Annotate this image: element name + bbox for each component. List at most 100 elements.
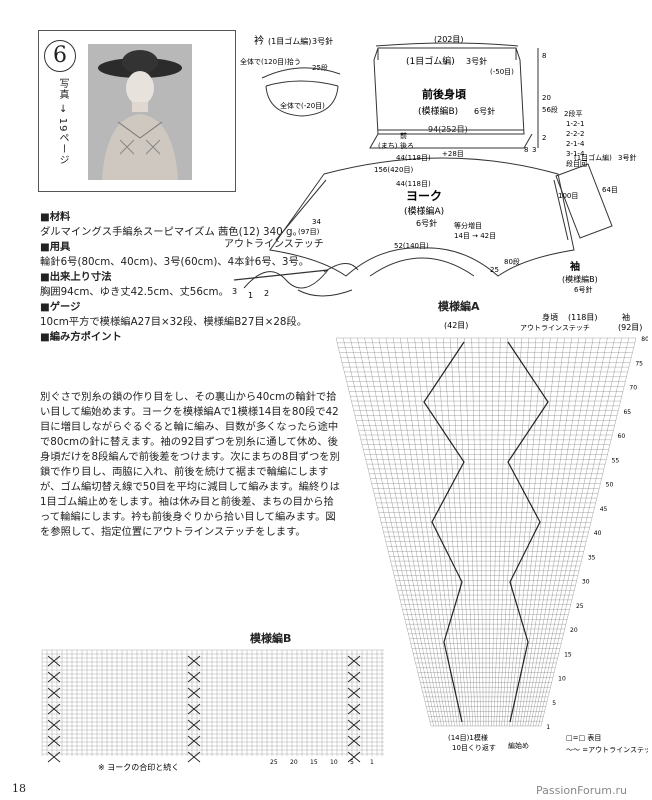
yoke-title: ヨーク <box>406 189 442 203</box>
sleeve-needle: 6号針 <box>574 285 592 294</box>
row-label: 1 <box>546 724 550 731</box>
col-label: 1 <box>370 759 374 766</box>
dim-25: 25 <box>490 266 499 274</box>
size-title: ■出来上り寸法 <box>40 271 112 283</box>
row-label: 70 <box>629 385 637 392</box>
yoke-top: 44(118目) <box>396 154 431 162</box>
row-label: 30 <box>582 579 590 586</box>
plus-28: +28目 <box>442 150 464 158</box>
dim-2: 2 <box>542 134 546 142</box>
collar-rib: (1目ゴム編) <box>268 36 311 46</box>
dim-8: 8 <box>542 52 546 60</box>
rib-needle: 3号針 <box>466 56 487 66</box>
materials-title: ■材料 <box>40 211 71 223</box>
size-text: 胸囲94cm、ゆき丈42.5cm、丈56cm。 <box>40 286 229 298</box>
row-label: 65 <box>623 409 631 416</box>
dim-3: 3 <box>532 146 536 154</box>
sleeve-title: 袖 <box>569 260 580 273</box>
pattern-a-bottom-label: (14目)1模様 <box>448 733 488 742</box>
yoke-start: 52(140目) <box>394 242 429 250</box>
col-label: 10 <box>330 759 338 766</box>
header-box <box>38 30 236 192</box>
collar-total: 全体で(120目)拾う <box>240 57 301 66</box>
pattern-a-chart: 身頃 (118目) 袖 (92目) (42目) アウトラインステッチ 80757… <box>335 312 648 754</box>
dim-8b: 8 <box>524 146 528 154</box>
sleeve-dim4: 2-1-4 <box>566 140 585 148</box>
row-label: 45 <box>600 506 608 513</box>
pattern-number: 6 <box>44 40 76 72</box>
body-needle: 6号針 <box>474 106 495 116</box>
pattern-a-top-count: (42目) <box>444 321 468 330</box>
pattern-a-start-label: 編始め <box>508 741 529 750</box>
row-label: 10 <box>558 676 566 683</box>
col-label: 5 <box>350 759 354 766</box>
pattern-b-note: ※ ヨークの合印と続く <box>98 762 179 772</box>
row-label: 15 <box>564 651 572 658</box>
pattern-a-legend-1: □=□ 表目 <box>566 733 601 742</box>
gauge-text: 10cm平方で模様編A27目×32段、模様編B27目×28段。 <box>40 316 308 328</box>
svg-text:2: 2 <box>264 289 269 298</box>
sleeve-dim2: 1-2-1 <box>566 120 584 128</box>
sleeve-pattern: (模様編B) <box>562 274 598 284</box>
row-label: 25 <box>576 603 584 610</box>
model-photo <box>88 44 192 180</box>
side-label-front: 前 <box>400 131 407 140</box>
side-label-back: 後ろ <box>400 141 414 150</box>
schematic-diagram: 衿 (1目ゴム編) 3号針 全体で(120目)拾う 全体で(-20目) 25段 … <box>240 34 636 294</box>
pattern-a-body-count: (118目) <box>568 313 598 322</box>
sleeve-rib: (1目ゴム編) <box>574 153 612 162</box>
sleeve-100: 100目 <box>558 192 578 200</box>
sleeve-rib-needle: 3号針 <box>618 153 636 162</box>
pattern-b-title: 模様編B <box>250 632 292 645</box>
svg-text:3: 3 <box>232 287 237 296</box>
instructions-text: 別ぐさで別糸の鎖の作り目をし、その裏山から40cmの輪針で拾い目して編始めます。… <box>40 391 340 538</box>
dim-97: (97目) <box>298 228 320 236</box>
page-number: 18 <box>12 782 26 795</box>
yoke-needle: 6号針 <box>416 218 437 228</box>
row-label: 80 <box>641 336 648 343</box>
pattern-b-chart: 25 20 15 10 5 1 ※ ヨークの合印と続く <box>41 649 384 772</box>
notes: ■材料 ダルマイングス手編糸スーピマイズム 茜色(12) 340 g。 ■用具 … <box>40 210 340 345</box>
collar-total2: 全体で(-20目) <box>280 101 325 110</box>
body-title: 前後身頃 <box>422 87 467 101</box>
row-label: 35 <box>588 554 596 561</box>
row-label: 75 <box>635 360 643 367</box>
row-label: 5 <box>552 700 556 707</box>
sleeve-dim6: 段目回 <box>566 159 587 168</box>
sleeve-dim: 2段平 <box>564 109 582 118</box>
minus-50: (-50目) <box>490 68 514 76</box>
col-label: 20 <box>290 759 298 766</box>
sleeve-64: 64目 <box>602 186 618 194</box>
row-label: 20 <box>570 627 578 634</box>
collar-needle: 3号針 <box>312 36 333 46</box>
pattern-a-bottom-label2: 10目くり返す <box>452 744 496 752</box>
yoke-mid2: 44(118目) <box>396 180 431 188</box>
photo-reference: 写真 → 19ページ <box>57 78 68 166</box>
machi: (まち) <box>378 142 398 150</box>
gauge-title: ■ゲージ <box>40 301 81 313</box>
rib-label: (1目ゴム編) <box>406 55 455 67</box>
body-pattern: (模様編B) <box>418 105 458 117</box>
yoke-mid: 156(420目) <box>374 166 413 174</box>
pattern-a-body-label: 身頃 <box>542 312 558 322</box>
dim-56: 56段 <box>542 105 558 114</box>
col-label: 25 <box>270 759 278 766</box>
pattern-a-legend-2: 〜〜 =アウトラインステッチ <box>566 746 648 754</box>
materials-text: ダルマイングス手編糸スーピマイズム 茜色(12) 340 g。 <box>40 226 303 238</box>
collar-rows: 25段 <box>312 63 328 72</box>
sleeve-dim3: 2-2-2 <box>566 130 584 138</box>
row-label: 55 <box>612 457 620 464</box>
tools-title: ■用具 <box>40 241 71 253</box>
yoke-note: 等分増目 <box>454 221 482 230</box>
row-label: 40 <box>594 530 602 537</box>
dim-80: 80段 <box>504 257 520 266</box>
svg-text:1: 1 <box>248 291 253 300</box>
col-label: 15 <box>310 759 318 766</box>
instructions: 別ぐさで別糸の鎖の作り目をし、その裏山から40cmの輪針で拾い目して編始めます。… <box>40 390 340 540</box>
points-title: ■編み方ポイント <box>40 331 122 343</box>
watermark: PassionForum.ru <box>536 784 627 797</box>
pattern-a-sleeve-count: (92目) <box>618 323 642 332</box>
pattern-a-outline-label: アウトラインステッチ <box>520 324 590 332</box>
row-label: 60 <box>618 433 626 440</box>
top-width: (202目) <box>434 35 464 44</box>
